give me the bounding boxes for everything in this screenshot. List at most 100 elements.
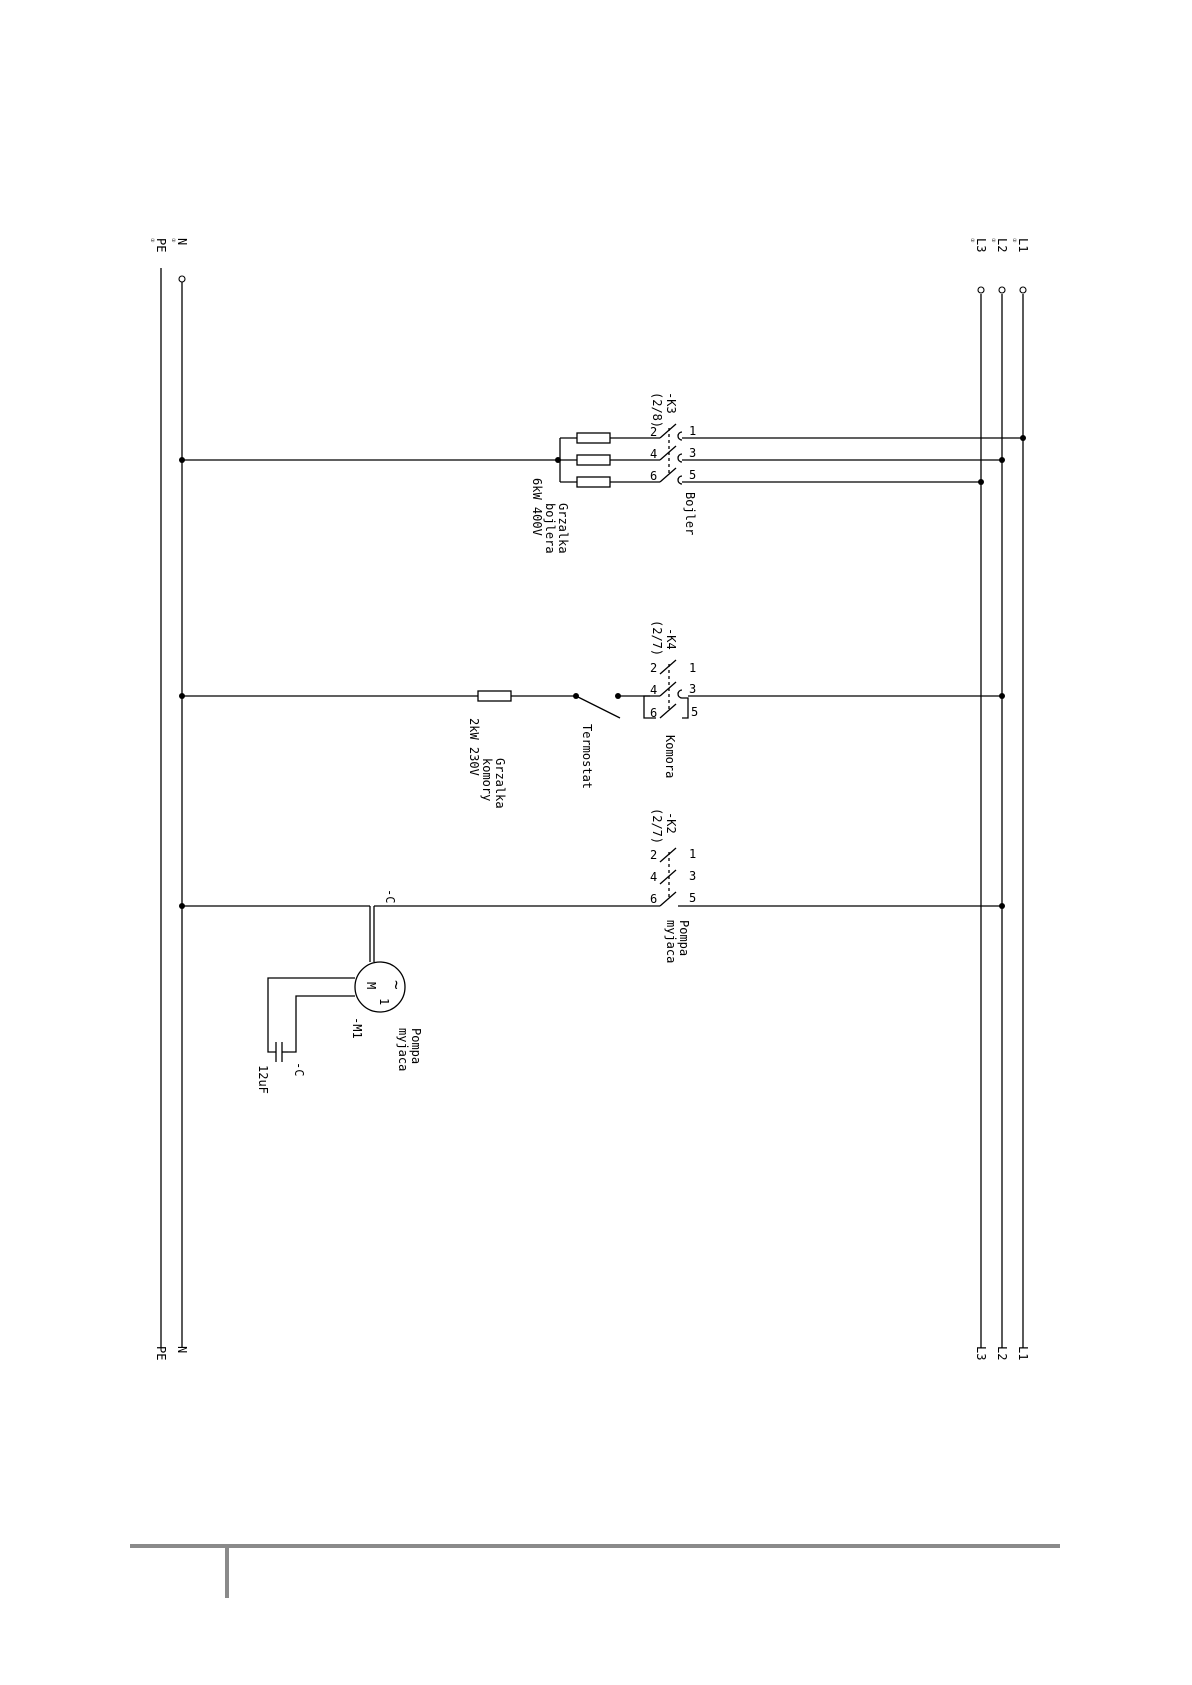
rail-label-l2-top: L2: [995, 238, 1009, 252]
k4-name: -K4: [664, 628, 678, 650]
k3-ref: (2/8): [650, 392, 664, 428]
rail-label-l1-bottom: L1: [1016, 1346, 1030, 1360]
k2-contact-2-blade: [660, 870, 676, 884]
rail-label-l2-bottom: L2: [995, 1346, 1009, 1360]
motor-symbol-m: M: [364, 982, 378, 989]
k2-num-5: 5: [689, 891, 696, 905]
motor-label-2: myjaca: [396, 1028, 410, 1071]
k2-num-6: 6: [650, 892, 657, 906]
rail-ref-l1: ①: [1011, 238, 1017, 243]
k3-contact-2-blade: [660, 446, 676, 460]
k3-name: -K3: [664, 392, 678, 414]
boiler-heater-label-3: 6kW 400V: [530, 478, 544, 536]
rail-label-pe-bottom: PE: [154, 1346, 168, 1360]
k4-num-2: 2: [650, 661, 657, 675]
junction-chamber-l2: [999, 693, 1005, 699]
k4-num-6: 6: [650, 706, 657, 720]
chamber-heater-label-2: komory: [480, 758, 494, 801]
k3-num-5: 5: [689, 468, 696, 482]
boiler-heater-label-2: bojlera: [543, 503, 557, 554]
contactor-k3: [610, 424, 682, 484]
capacitor-name: -C: [292, 1062, 306, 1076]
k3-num-3: 3: [689, 446, 696, 460]
rail-label-l3-top: L3: [974, 238, 988, 252]
k2-name: -K2: [664, 812, 678, 834]
k2-contact-1-blade: [660, 848, 676, 862]
k3-arc-1: [678, 432, 682, 440]
k2-contact-3-blade: [660, 892, 676, 906]
boiler-heater-label-1: Grzalka: [556, 503, 570, 554]
terminal-l3: [978, 287, 984, 293]
k3-num-6: 6: [650, 469, 657, 483]
chamber-heater-label-3: 2kW 230V: [467, 718, 481, 776]
rail-label-n-top: N: [175, 238, 189, 245]
k2-num-4: 4: [650, 870, 657, 884]
junction-pump-n: [179, 903, 185, 909]
rail-label-l1-top: L1: [1016, 238, 1030, 252]
k3-num-4: 4: [650, 447, 657, 461]
k2-label-1: Pompa: [677, 920, 691, 956]
k2-ref: (2/7): [650, 808, 664, 844]
k4-num-4: 4: [650, 683, 657, 697]
chamber-circuit: -K4 (2/7) Komora 1 3 5 2 4 6 Termostat G…: [179, 620, 1005, 809]
junction-boiler-n: [179, 457, 185, 463]
k2-num-3: 3: [689, 869, 696, 883]
k3-num-2: 2: [650, 425, 657, 439]
k4-contact-1-blade: [660, 660, 676, 674]
pump-circuit: M 1 ~ -K2 (2/7) Pompa myjaca 1 3 5 2 4 6…: [179, 808, 1005, 1094]
motor-symbol-ac: ~: [387, 980, 406, 990]
rail-label-l3-bottom: L3: [974, 1346, 988, 1360]
k4-contact-3-blade: [660, 704, 676, 718]
k4-contact-2-blade: [660, 682, 676, 696]
k2-label-2: myjaca: [664, 920, 678, 963]
terminal-l2: [999, 287, 1005, 293]
chamber-heater: [478, 691, 511, 701]
rail-labels-bottom: PE N L3 L2 L1: [154, 1346, 1030, 1360]
thermostat-blade: [576, 696, 620, 718]
rail-label-n-bottom: N: [175, 1346, 189, 1353]
boiler-heater-r3: [577, 477, 610, 487]
junction-boiler-star: [555, 457, 561, 463]
k3-arc-2: [678, 454, 682, 462]
rail-ref-pe: ①: [149, 238, 155, 243]
boiler-heater-r2: [577, 455, 610, 465]
terminal-n: [179, 276, 185, 282]
footer-rule: [130, 1544, 1060, 1548]
footer-tick: [225, 1546, 229, 1598]
terminal-l1: [1020, 287, 1026, 293]
junction-chamber-n: [179, 693, 185, 699]
boiler-circuit: -K3 (2/8) Bojler 1 3 5 2 4 6 Grzalka boj…: [179, 392, 1026, 554]
k4-num-3: 3: [689, 682, 696, 696]
k4-label: Komora: [663, 735, 677, 778]
capacitor-value: 12uF: [256, 1065, 270, 1094]
k3-contact-3-blade: [660, 468, 676, 482]
k4-ref: (2/7): [650, 620, 664, 656]
motor-symbol-1: 1: [377, 998, 391, 1005]
junction-boiler-l2: [999, 457, 1005, 463]
k4-num-1: 1: [689, 661, 696, 675]
capacitor-lead-2: [288, 996, 355, 1052]
motor-name: -M1: [350, 1017, 364, 1039]
k4-arc-3: [678, 690, 682, 698]
junction-pump-l2: [999, 903, 1005, 909]
junction-boiler-l1: [1020, 435, 1026, 441]
rail-ref-l3: ①: [969, 238, 975, 243]
rail-labels-top: PE N L3 L2 L1 ① ① ① ① ①: [149, 238, 1030, 252]
pump-wire-tag: -C: [383, 889, 397, 903]
chamber-heater-label-1: Grzalka: [493, 758, 507, 809]
k3-num-1: 1: [689, 424, 696, 438]
k3-arc-3: [678, 476, 682, 484]
k2-num-2: 2: [650, 848, 657, 862]
rail-ref-l2: ①: [990, 238, 996, 243]
k4-bridge: [682, 698, 688, 718]
thermostat-pivot: [615, 693, 621, 699]
k3-label: Bojler: [683, 492, 697, 535]
capacitor-lead-1: [268, 978, 355, 1052]
contactor-k2: [374, 848, 676, 906]
rail-label-pe-top: PE: [154, 238, 168, 252]
rail-ref-n: ①: [170, 238, 176, 243]
power-rails: [161, 268, 1026, 1348]
boiler-heater-r1: [577, 433, 610, 443]
k2-num-1: 1: [689, 847, 696, 861]
